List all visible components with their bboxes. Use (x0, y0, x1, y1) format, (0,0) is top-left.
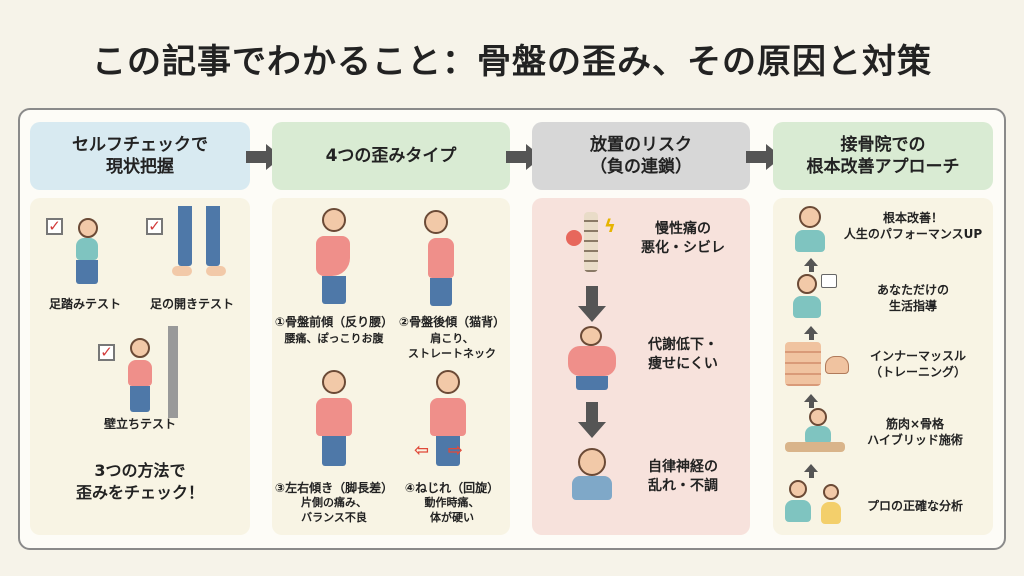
person-icon (568, 448, 618, 508)
approach-step: 筋肉×骨格 ハイブリッド施術 (867, 417, 963, 448)
page-title: この記事でわかること：骨盤の歪み、その原因と対策 (92, 42, 932, 82)
spine-icon: ϟ (562, 212, 622, 272)
person-icon: ⇦ ⇨ (414, 370, 470, 470)
checkbox-icon: ✓ (146, 218, 163, 235)
risk-item: 代謝低下・ 痩せにくい (648, 337, 718, 372)
type-symptom: 肩こり、 ストレートネック (408, 332, 496, 360)
wall (168, 326, 178, 418)
type-symptom: 動作時痛、 体が硬い (424, 496, 480, 524)
person-icon (70, 218, 110, 288)
risk-body: ϟ 慢性痛の 悪化・シビレ 代謝低下・ 痩せにくい 自律神経の 乱れ・不調 (532, 198, 750, 535)
approach-step: あなただけの 生活指導 (876, 283, 949, 314)
selfcheck-body: ✓ ✓ 足踏みテスト 足の開きテスト ✓ 壁立ちテスト 3つの方法で 歪みをチェ… (30, 198, 250, 535)
person-icon (791, 274, 841, 324)
speech-bubble-icon (821, 274, 837, 288)
person-icon (422, 208, 462, 308)
approach-step: インナーマッスル （トレーニング） (869, 349, 966, 380)
type-name: ④ねじれ（回旋） (404, 481, 500, 495)
treatment-icon (785, 408, 845, 458)
column-types: 4つの歪みタイプ ①骨盤前傾（反り腰） 腰痛、ぽっこりお腹 ②骨盤後傾（猫背） … (272, 122, 510, 535)
person-icon (568, 326, 618, 390)
approach-header: 接骨院での 根本改善アプローチ (773, 122, 993, 190)
types-header: 4つの歪みタイプ (272, 122, 510, 190)
consultation-icon (785, 480, 845, 530)
column-risk: 放置のリスク （負の連鎖） ϟ 慢性痛の 悪化・シビレ 代謝低下・ 痩せにくい … (532, 122, 750, 535)
type-name: ③左右傾き（脚長差） (274, 481, 394, 495)
twist-arrows-icon: ⇦ ⇨ (414, 440, 463, 461)
column-approach: 接骨院での 根本改善アプローチ 根本改善！ 人生のパフォーマンスUP あなただけ… (773, 122, 993, 535)
approach-step: プロの正確な分析 (866, 499, 963, 513)
risk-item: 慢性痛の 悪化・シビレ (641, 221, 725, 256)
selfcheck-summary: 3つの方法で 歪みをチェック！ (75, 461, 204, 502)
risk-item: 自律神経の 乱れ・不調 (648, 459, 718, 494)
feet-icon (170, 206, 230, 284)
column-selfcheck: セルフチェックで 現状把握 ✓ ✓ 足踏みテスト 足の開きテスト ✓ 壁立ちテス… (30, 122, 250, 535)
type-symptom: 片側の痛み、 バランス不良 (301, 496, 367, 524)
approach-body: 根本改善！ 人生のパフォーマンスUP あなただけの 生活指導 インナーマッスル … (773, 198, 993, 535)
person-icon (316, 208, 356, 308)
checkbox-icon: ✓ (46, 218, 63, 235)
types-body: ①骨盤前傾（反り腰） 腰痛、ぽっこりお腹 ②骨盤後傾（猫背） 肩こり、 ストレー… (272, 198, 510, 535)
test-label: 足の開きテスト (149, 297, 234, 311)
selfcheck-header: セルフチェックで 現状把握 (30, 122, 250, 190)
risk-header: 放置のリスク （負の連鎖） (532, 122, 750, 190)
test-label: 足踏みテスト (48, 297, 121, 311)
type-name: ①骨盤前傾（反り腰） (274, 315, 394, 329)
approach-step: 根本改善！ 人生のパフォーマンスUP (843, 211, 983, 242)
person-icon (791, 206, 831, 256)
person-icon (316, 370, 356, 470)
type-symptom: 腰痛、ぽっこりお腹 (284, 332, 384, 345)
test-label: 壁立ちテスト (103, 417, 176, 431)
person-icon (124, 338, 164, 414)
muscle-icon (785, 342, 851, 386)
checkbox-icon: ✓ (98, 344, 115, 361)
type-name: ②骨盤後傾（猫背） (398, 315, 506, 329)
